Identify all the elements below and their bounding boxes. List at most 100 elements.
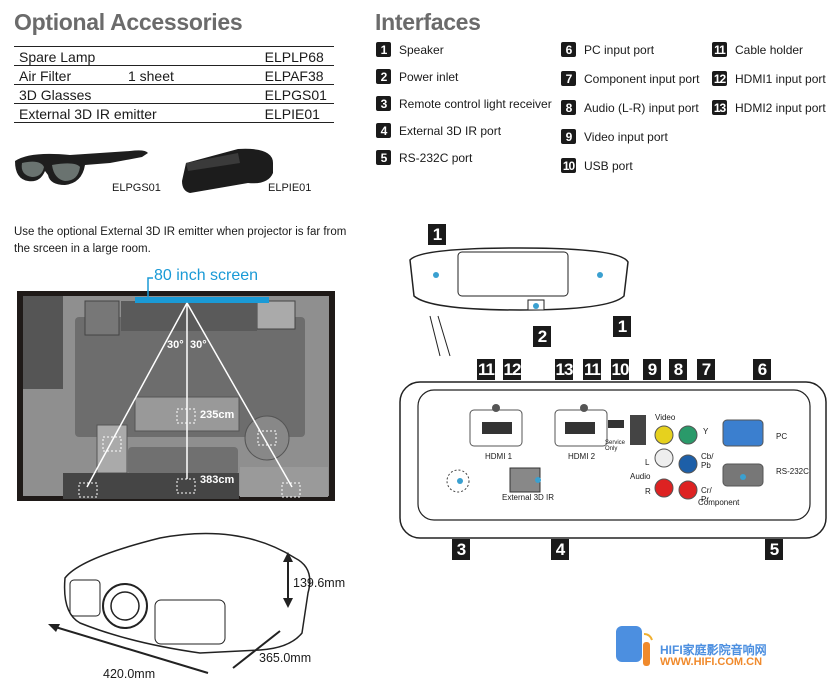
service-label: Service Only (605, 440, 626, 452)
component-label: Component (698, 498, 740, 507)
interfaces-column-1: 1 Speaker 2 Power inlet 3 Remote control li… (376, 42, 552, 165)
number-badge: 8 (561, 100, 576, 115)
callout-3: 3 (452, 539, 470, 560)
projector-rear-view (409, 247, 629, 357)
callout-10: 10 (611, 359, 629, 380)
comp-y-label: Y (703, 427, 709, 436)
interface-label: Audio (L-R) input port (584, 100, 699, 115)
number-badge: 2 (376, 69, 391, 84)
interfaces-column-3: 11 Cable holder 12 HDMI1 input port 13 HDMI… (712, 42, 826, 115)
list-item: 4 External 3D IR port (376, 123, 552, 138)
acc-code: ELPGS01 (264, 87, 327, 103)
interface-label: RS-232C port (399, 150, 473, 165)
watermark-logo-icon (616, 626, 653, 666)
angle-right: 30° (190, 339, 207, 351)
list-item: 1 Speaker (376, 42, 552, 57)
callout-7: 7 (697, 359, 715, 380)
interface-label: Video input port (584, 129, 668, 144)
accessories-title: Optional Accessories (14, 9, 243, 35)
emitter-caption: ELPIE01 (268, 182, 312, 194)
acc-name: External 3D IR emitter (19, 106, 157, 122)
table-row: Air Filter 1 sheet ELPAF38 (14, 66, 334, 85)
number-badge: 4 (376, 123, 391, 138)
hdmi2-label: HDMI 2 (568, 452, 596, 461)
number-badge: 5 (376, 150, 391, 165)
callout-9: 9 (643, 359, 661, 380)
callout-11b: 11 (583, 359, 601, 380)
list-item: 7 Component input port (561, 71, 699, 86)
rs232-label: RS-232C (776, 467, 809, 476)
table-row: Spare Lamp ELPLP68 (14, 47, 334, 66)
list-item: 10 USB port (561, 158, 699, 173)
screen-bar (135, 297, 269, 303)
hdmi1-label: HDMI 1 (485, 452, 513, 461)
interface-label: Power inlet (399, 69, 459, 84)
number-badge: 13 (712, 100, 727, 115)
number-badge: 1 (376, 42, 391, 57)
callout-4: 4 (551, 539, 569, 560)
projector-drawing (48, 532, 311, 674)
callout-6: 6 (753, 359, 771, 380)
callout-1: 1 (428, 224, 446, 245)
pc-label: PC (776, 432, 788, 441)
callout-2: 2 (533, 326, 551, 347)
audio-l-label: L (645, 458, 650, 467)
number-badge: 11 (712, 42, 727, 57)
acc-name: Air Filter (19, 68, 72, 84)
acc-code: ELPLP68 (264, 49, 324, 65)
dimension-height: 139.6mm (293, 576, 346, 590)
number-badge: 7 (561, 71, 576, 86)
ir-emitter-image (182, 148, 273, 193)
list-item: 3 Remote control light receiver (376, 96, 552, 111)
ext3d-label: External 3D IR (502, 493, 555, 502)
watermark-line1: HIFI家庭影院音响网 (660, 643, 767, 657)
interface-label: Remote control light receiver (399, 96, 552, 111)
acc-qty: 1 sheet (127, 68, 174, 84)
interface-label: HDMI1 input port (735, 71, 826, 86)
interface-label: Speaker (399, 42, 444, 57)
callout-12: 12 (503, 359, 521, 380)
interface-label: HDMI2 input port (735, 100, 826, 115)
interfaces-title: Interfaces (375, 9, 481, 35)
distance-near: 235cm (200, 409, 235, 421)
rear-panel (399, 381, 827, 539)
comp-cb-label: Cb/ Pb (701, 452, 714, 470)
interfaces-column-2: 6 PC input port 7 Component input port 8 Au… (561, 42, 699, 173)
acc-name: Spare Lamp (19, 49, 96, 65)
list-item: 6 PC input port (561, 42, 699, 57)
accessories-table: Spare Lamp ELPLP68 Air Filter 1 sheet EL… (14, 46, 334, 123)
callout-13: 13 (555, 359, 573, 380)
number-badge: 6 (561, 42, 576, 57)
distance-far: 383cm (200, 474, 235, 486)
audio-label: Audio (630, 472, 651, 481)
interface-label: PC input port (584, 42, 655, 57)
room-diagram (17, 277, 335, 501)
callout-5: 5 (765, 539, 783, 560)
list-item: 2 Power inlet (376, 69, 552, 84)
interface-label: Component input port (584, 71, 700, 86)
dimension-depth: 365.0mm (259, 651, 312, 665)
acc-name: 3D Glasses (19, 87, 92, 103)
callout-1b: 1 (613, 316, 631, 337)
3d-glasses-image (15, 150, 148, 185)
number-badge: 10 (561, 158, 576, 173)
dimension-width: 420.0mm (103, 667, 156, 681)
list-item: 9 Video input port (561, 129, 699, 144)
interface-label: USB port (584, 158, 633, 173)
watermark-line2: WWW.HIFI.COM.CN (660, 656, 763, 668)
angle-left: 30° (167, 339, 184, 351)
callout-11: 11 (477, 359, 495, 380)
acc-code: ELPAF38 (264, 68, 324, 84)
number-badge: 9 (561, 129, 576, 144)
audio-r-label: R (645, 487, 651, 496)
number-badge: 3 (376, 96, 391, 111)
list-item: 11 Cable holder (712, 42, 826, 57)
table-row: 3D Glasses ELPGS01 (14, 85, 334, 104)
list-item: 12 HDMI1 input port (712, 71, 826, 86)
video-label: Video (655, 413, 676, 422)
number-badge: 12 (712, 71, 727, 86)
comp-cr-label: Cr/ Pr (701, 486, 712, 504)
glasses-caption: ELPGS01 (112, 182, 161, 194)
interface-label: Cable holder (735, 42, 804, 57)
interface-label: External 3D IR port (399, 123, 502, 138)
